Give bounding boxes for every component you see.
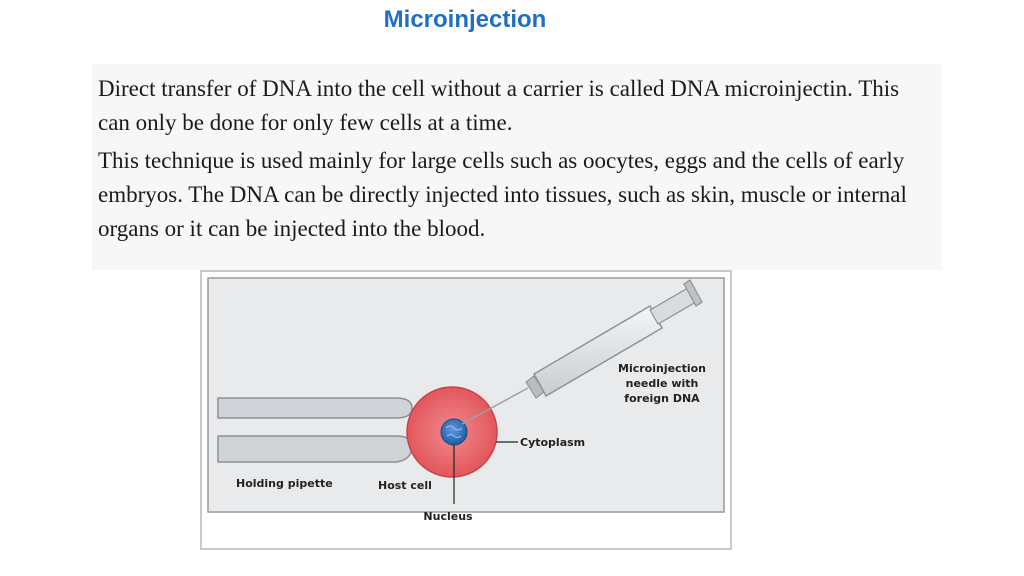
needle-label-line3: foreign DNA — [624, 392, 700, 405]
text-block: Direct transfer of DNA into the cell wit… — [92, 64, 942, 270]
paragraph-usage: This technique is used mainly for large … — [98, 148, 907, 241]
cytoplasm-label: Cytoplasm — [520, 436, 585, 449]
syringe-barrel — [532, 304, 664, 398]
holding-pipette-lower — [217, 435, 413, 463]
paragraph-definition: Direct transfer of DNA into the cell wit… — [98, 76, 900, 135]
holding-pipette-upper — [217, 397, 413, 419]
needle-label-line1: Microinjection — [618, 362, 706, 375]
diagram-canvas: Microinjection needle with foreign DNA C… — [200, 270, 732, 550]
slide-title: Microinjection — [383, 6, 547, 33]
plunger-head — [683, 279, 703, 307]
needle-tip — [461, 387, 529, 425]
nucleus-texture — [445, 425, 463, 438]
host-cell-label: Host cell — [378, 479, 432, 492]
nucleus-label: Nucleus — [423, 510, 473, 523]
microinjection-diagram: Microinjection needle with foreign DNA C… — [200, 270, 732, 550]
holding-pipette-label: Holding pipette — [236, 477, 333, 490]
needle-label-line2: needle with — [626, 377, 699, 390]
